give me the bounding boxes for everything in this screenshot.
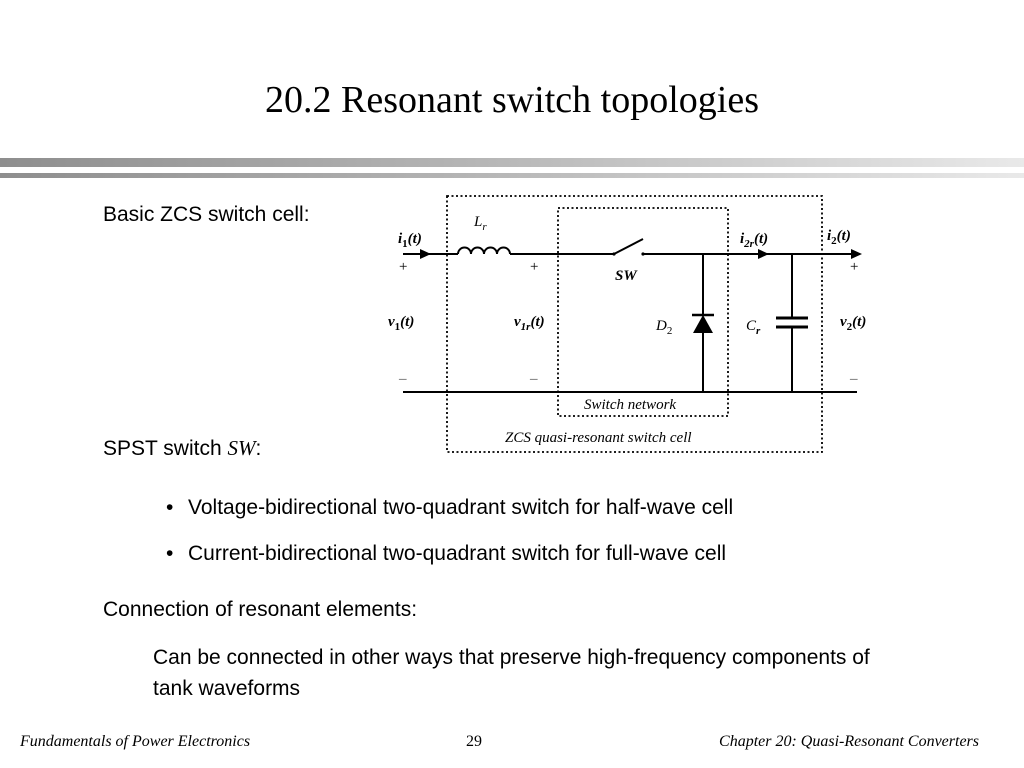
i2-arrow <box>851 249 862 259</box>
label-v2: v2(t) <box>840 314 866 333</box>
label-v1: v1(t) <box>388 314 414 333</box>
slide-title: 20.2 Resonant switch topologies <box>265 79 759 121</box>
header-rule-top <box>0 158 1024 167</box>
basic-zcs-label: Basic ZCS switch cell: <box>103 203 310 226</box>
label-lr: Lr <box>473 214 487 233</box>
minus-v2: – <box>849 371 858 387</box>
label-i2: i2(t) <box>827 228 851 247</box>
zcs-cell-caption: ZCS quasi-resonant switch cell <box>505 430 692 446</box>
spst-switch-label: SPST switch SW: <box>103 436 261 461</box>
footer-book-title: Fundamentals of Power Electronics <box>20 733 251 750</box>
bullet-text: Voltage-bidirectional two-quadrant switc… <box>188 496 734 519</box>
connection-label: Connection of resonant elements: <box>103 598 418 621</box>
label-sw: SW <box>615 268 638 284</box>
minus-v1: – <box>398 371 407 387</box>
bullet-text: Current-bidirectional two-quadrant switc… <box>188 542 727 565</box>
plus-v1: + <box>399 259 407 275</box>
connection-text: Can be connected in other ways that pres… <box>153 646 870 700</box>
bullet-dot-icon: • <box>166 496 174 519</box>
minus-v1r: – <box>529 371 538 387</box>
label-cr: Cr <box>746 318 761 337</box>
plus-v1r: + <box>530 259 538 275</box>
spst-colon: : <box>255 437 262 460</box>
switch-network-caption: Switch network <box>584 397 676 413</box>
label-i2r: i2r(t) <box>740 231 768 250</box>
spst-sw-symbol: SW <box>227 436 256 460</box>
bullet-dot-icon: • <box>166 542 174 565</box>
switch-blade <box>613 238 644 255</box>
i1-arrow <box>420 249 431 259</box>
footer-page-number: 29 <box>466 733 482 750</box>
label-d2: D2 <box>655 318 672 337</box>
i2r-arrow <box>758 249 769 259</box>
bullet-item-current: • Current-bidirectional two-quadrant swit… <box>166 542 726 566</box>
inductor-lr <box>457 246 511 255</box>
bullet-item-voltage: • Voltage-bidirectional two-quadrant swit… <box>166 496 733 520</box>
plus-v2: + <box>850 259 858 275</box>
spst-label-text: SPST switch <box>103 437 228 460</box>
label-v1r: v1r(t) <box>514 314 545 333</box>
label-i1: i1(t) <box>398 231 422 250</box>
footer-chapter-title: Chapter 20: Quasi-Resonant Converters <box>719 733 979 750</box>
diode-d2-triangle <box>693 315 713 333</box>
header-rule-bottom <box>0 173 1024 178</box>
zcs-cell-boundary <box>446 195 823 453</box>
